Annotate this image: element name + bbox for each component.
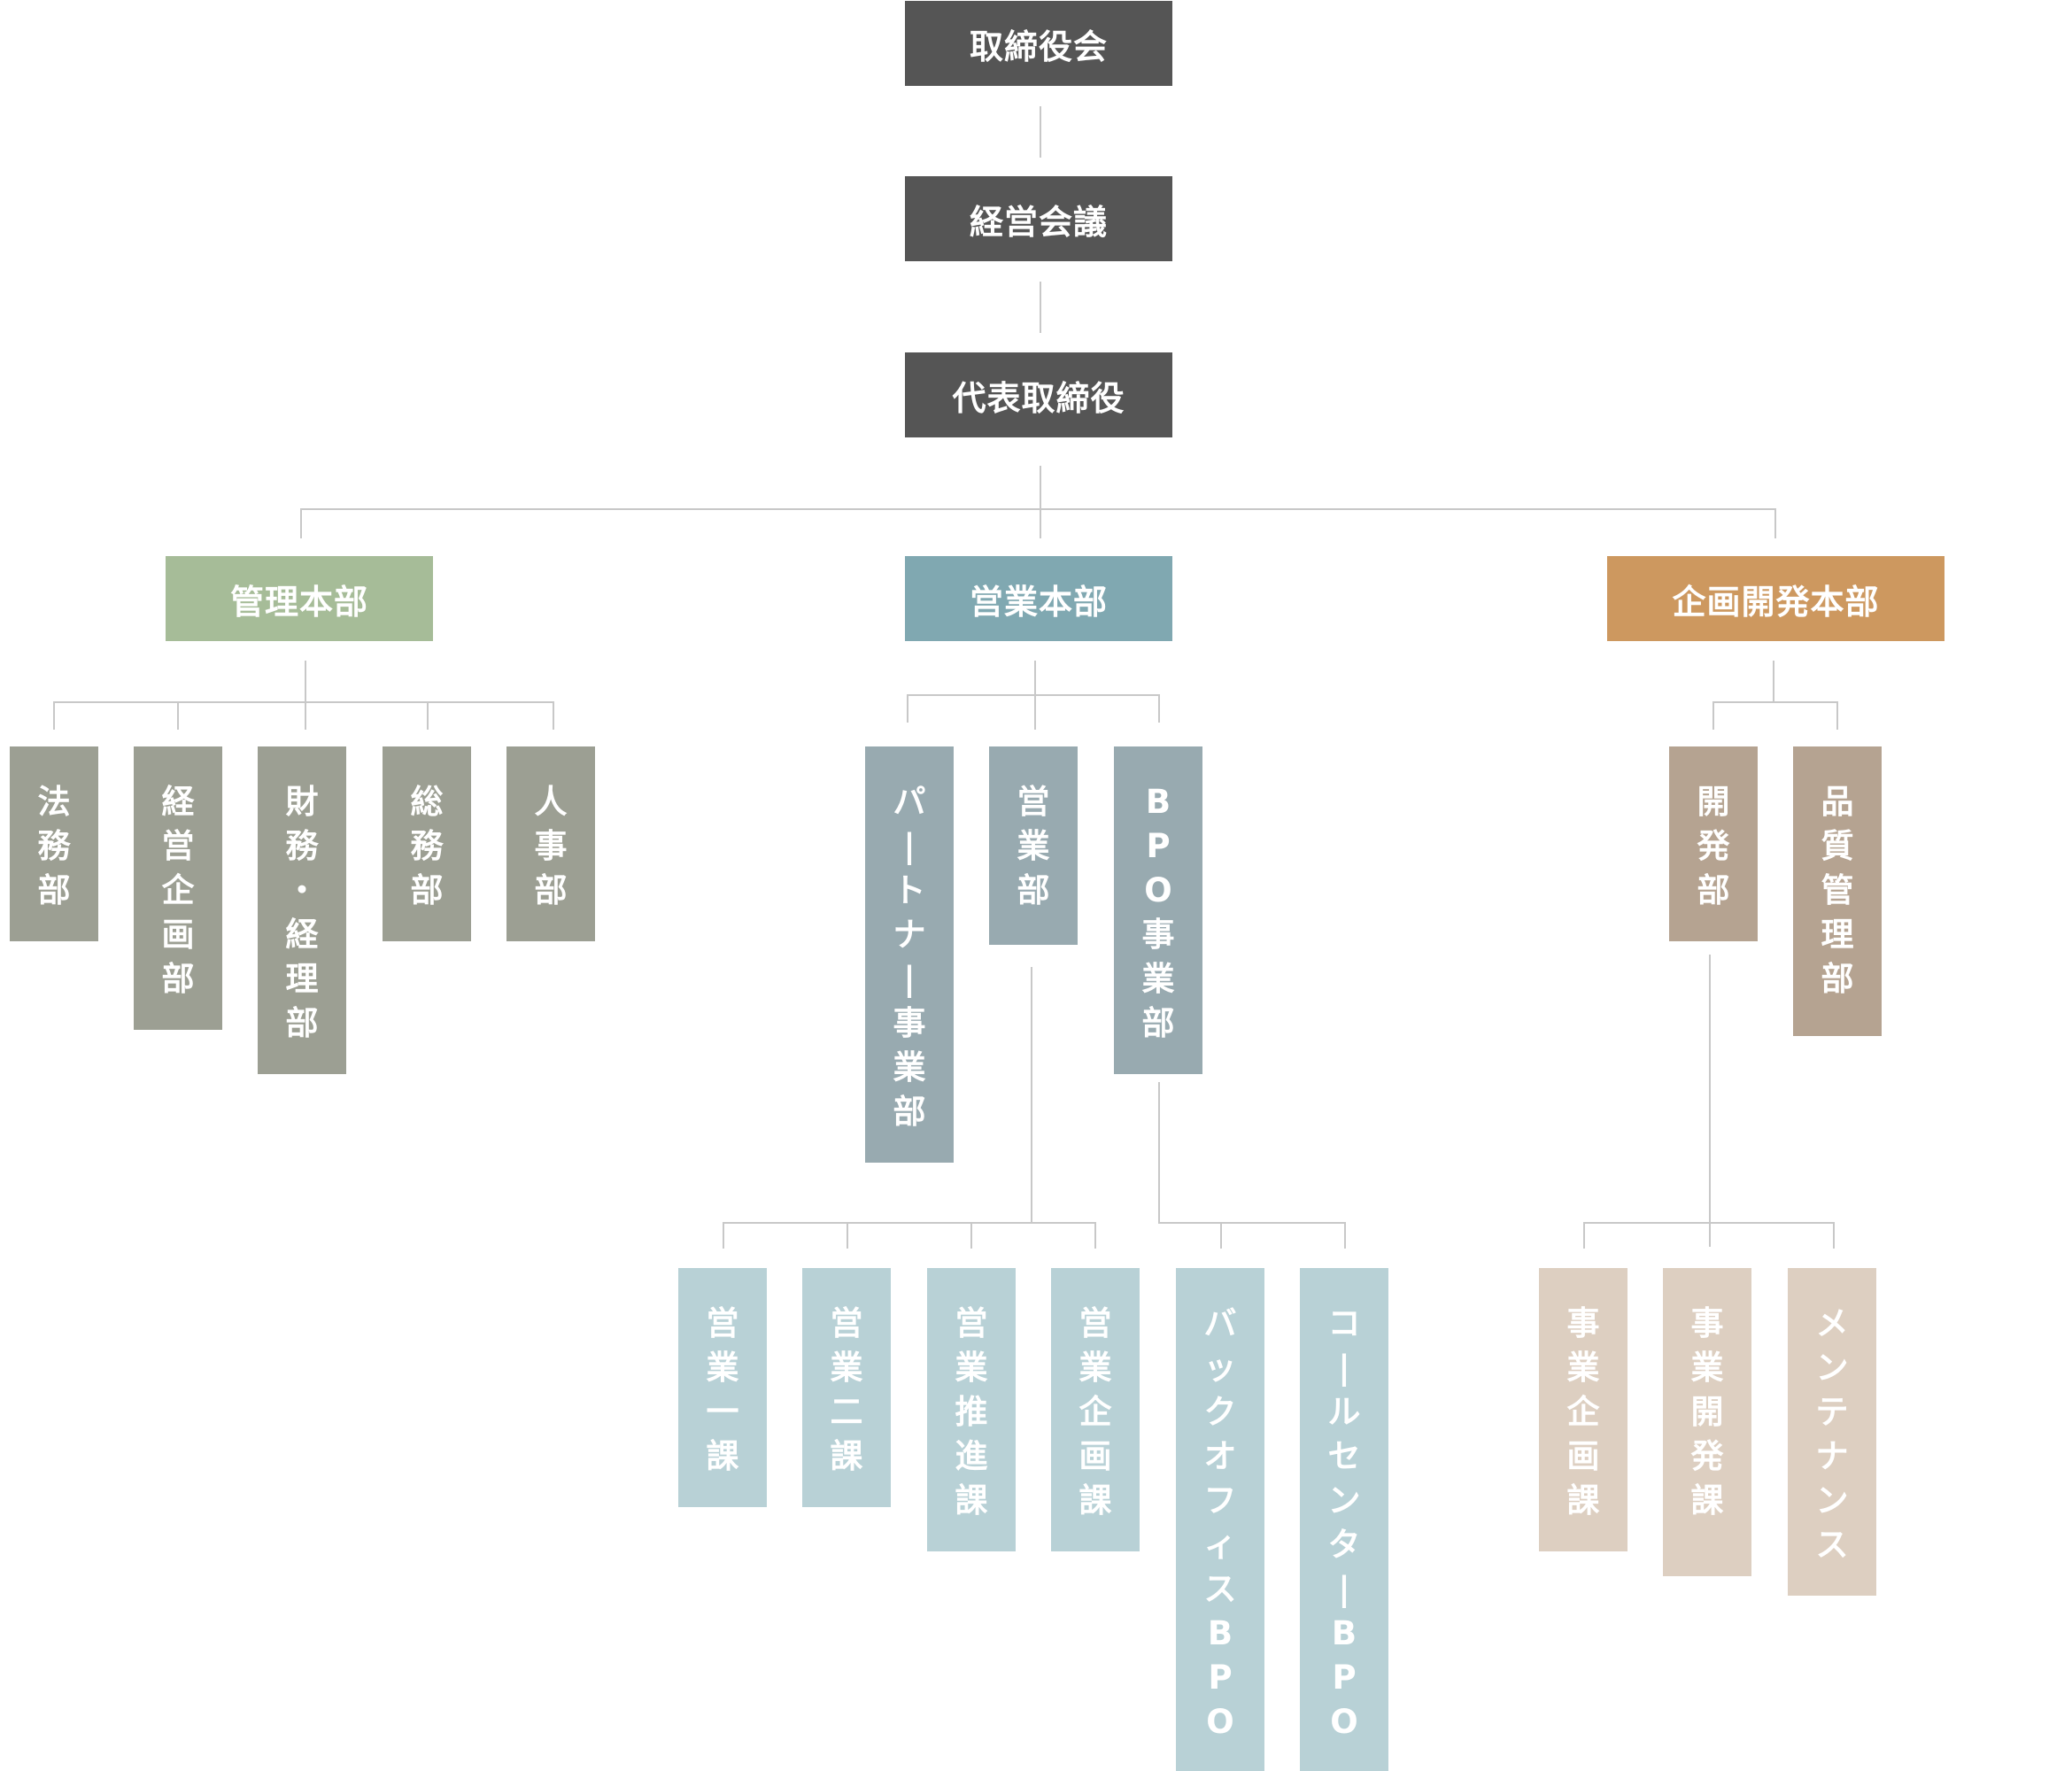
- management-meeting-box: 経営会議: [905, 176, 1172, 261]
- ceo-box: 代表取締役: [905, 352, 1172, 437]
- connector-bpo-bar: [1158, 1222, 1346, 1224]
- sales-section-promotion: 営業推進課: [927, 1268, 1016, 1551]
- planning-section-business-development: 事業開発課: [1663, 1268, 1751, 1576]
- connector-sales-down: [1034, 661, 1036, 696]
- connector-planning-up: [1774, 508, 1776, 538]
- connector-salesdept-down: [1031, 967, 1032, 1224]
- sales-dept-sales: 営業部: [989, 746, 1078, 945]
- connector-ceo-down: [1040, 466, 1041, 538]
- connector-admin-d5: [553, 701, 554, 730]
- connector-salessec-3: [970, 1222, 972, 1249]
- connector-salessec-1: [723, 1222, 724, 1249]
- admin-division-box: 管理本部: [166, 556, 433, 641]
- sales-dept-partner: パ|トナ|事業部: [865, 746, 954, 1163]
- planning-dept-development: 開発部: [1669, 746, 1758, 941]
- connector-plansec-bar: [1583, 1222, 1835, 1224]
- connector-admin-d4: [427, 701, 429, 730]
- connector-sales-d2: [1034, 694, 1036, 730]
- connector-planning-bar: [1712, 701, 1838, 703]
- planning-division-box: 企画開発本部: [1607, 556, 1944, 641]
- connector-bpo-down: [1158, 1082, 1160, 1224]
- sales-section-2: 営業二課: [802, 1268, 891, 1507]
- connector-admin-d2: [177, 701, 179, 730]
- connector-sales-d3: [1158, 694, 1160, 723]
- connector-admin-up: [300, 508, 302, 538]
- connector-meeting-ceo: [1040, 282, 1041, 333]
- connector-planning-down: [1773, 661, 1774, 703]
- connector-plansec-1: [1583, 1222, 1585, 1249]
- admin-dept-finance: 財務・経理部: [258, 746, 346, 1074]
- connector-sales-d1: [907, 694, 908, 723]
- connector-admin-down: [305, 661, 306, 703]
- connector-admin-d3: [305, 701, 306, 730]
- admin-dept-legal: 法務部: [10, 746, 98, 941]
- connector-planning-d2: [1836, 701, 1838, 730]
- connector-salessec-4: [1094, 1222, 1096, 1249]
- connector-planning-d1: [1712, 701, 1714, 730]
- planning-dept-quality: 品質管理部: [1793, 746, 1882, 1036]
- admin-dept-general-affairs: 総務部: [383, 746, 471, 941]
- connector-admin-d1: [53, 701, 55, 730]
- connector-salessec-bar: [723, 1222, 1096, 1224]
- admin-dept-corporate-planning: 経営企画部: [134, 746, 222, 1030]
- connector-plansec-3: [1833, 1222, 1835, 1249]
- connector-board-meeting: [1040, 106, 1041, 158]
- admin-dept-hr: 人事部: [506, 746, 595, 941]
- planning-section-maintenance: メンテナンス: [1788, 1268, 1876, 1596]
- connector-admin-bar: [53, 701, 554, 703]
- connector-divisions-bar: [300, 508, 1775, 510]
- sales-division-box: 営業本部: [905, 556, 1172, 641]
- board-box: 取締役会: [905, 1, 1172, 86]
- connector-dev-down: [1709, 955, 1711, 1247]
- sales-section-planning: 営業企画課: [1051, 1268, 1140, 1551]
- connector-salessec-2: [847, 1222, 848, 1249]
- planning-section-business-planning: 事業企画課: [1539, 1268, 1627, 1551]
- connector-sales-bar: [907, 694, 1160, 696]
- sales-section-1: 営業一課: [678, 1268, 767, 1507]
- connector-bpo-2: [1344, 1222, 1346, 1249]
- connector-bpo-1: [1220, 1222, 1222, 1249]
